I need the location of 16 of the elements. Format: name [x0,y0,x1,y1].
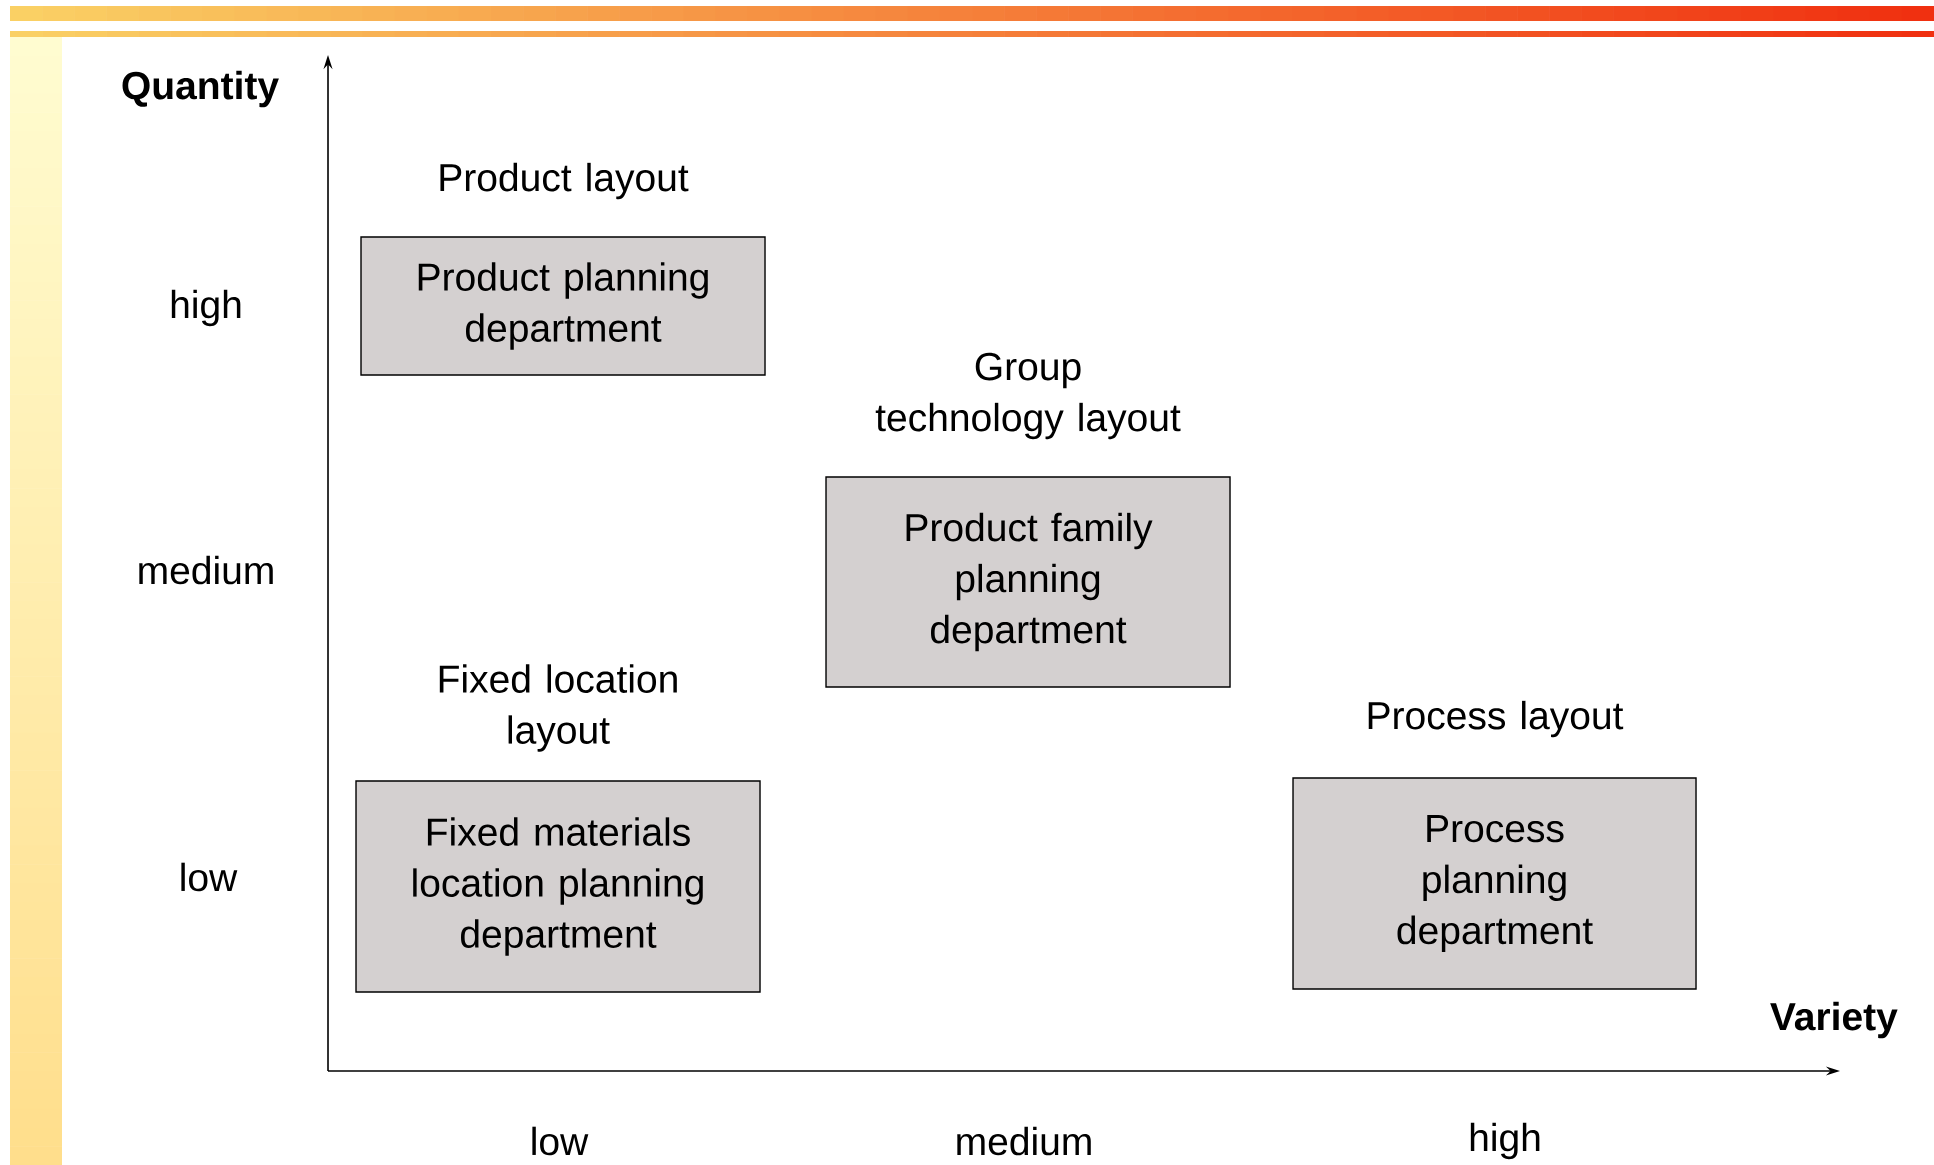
node-label: Process layout [1368,700,1624,738]
layout-box: Fixed location layout Fixed materials location planning department [355,664,761,993]
tick-label: medium [957,1126,1091,1156]
axis-title: Variety [1770,1001,1898,1039]
tick-label: high [1470,1122,1540,1160]
node-label: Product layout [440,162,689,200]
tick-label: low [181,862,238,892]
node-label: Group technology layout [875,352,1181,440]
layout-box: Group technology layout Product family planning department [825,352,1231,688]
node-label: Fixed location layout [439,664,677,752]
layout-box: Product layout Product planning department [360,162,766,376]
tick-label: low [532,1126,589,1156]
tick-label: medium [139,555,273,585]
axis-title: Quantity [122,70,279,108]
layout-box: Process layout Process planning department [1292,700,1697,990]
tick-label: high [171,289,241,327]
